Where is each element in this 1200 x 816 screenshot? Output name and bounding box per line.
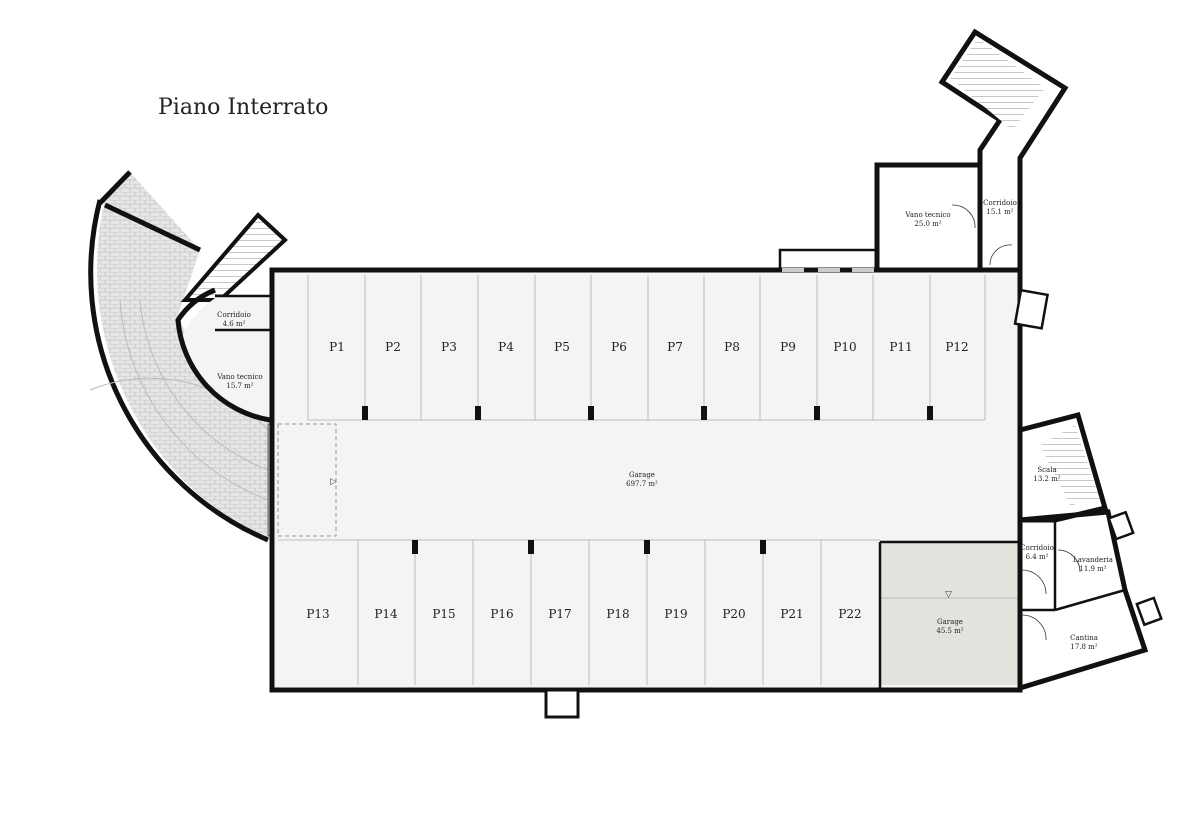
room-name: Corridoio bbox=[983, 199, 1017, 207]
room-area: 11.9 m² bbox=[1079, 565, 1106, 573]
parking-label: P20 bbox=[722, 607, 745, 621]
parking-label: P13 bbox=[306, 607, 329, 621]
parking-label: P16 bbox=[490, 607, 513, 621]
left-rooms bbox=[175, 287, 272, 423]
room-name: Garage bbox=[629, 471, 655, 479]
room-area: 45.5 m² bbox=[936, 627, 963, 635]
parking-label: P11 bbox=[889, 340, 912, 354]
parking-label: P5 bbox=[554, 340, 570, 354]
garage-arrow-icon: ▽ bbox=[945, 590, 952, 600]
room-labels: Garage 697.7 m² Garage 45.5 m² Vano tecn… bbox=[216, 199, 1113, 651]
room-area: 6.4 m² bbox=[1026, 553, 1049, 561]
room-name: Cantina bbox=[1070, 634, 1098, 642]
room-area: 13.2 m² bbox=[1033, 475, 1060, 483]
floor-title: Piano Interrato bbox=[158, 95, 328, 120]
room-area: 15.1 m² bbox=[986, 208, 1013, 216]
parking-label: P10 bbox=[833, 340, 856, 354]
parking-label: P7 bbox=[667, 340, 683, 354]
parking-label: P21 bbox=[780, 607, 803, 621]
parking-label: P14 bbox=[374, 607, 398, 621]
parking-label: P1 bbox=[329, 340, 345, 354]
parking-label: P9 bbox=[780, 340, 796, 354]
right-rooms bbox=[1017, 411, 1163, 692]
parking-label: P3 bbox=[441, 340, 457, 354]
room-name: Scala bbox=[1037, 466, 1056, 474]
ramp-area bbox=[88, 170, 270, 543]
parking-label: P18 bbox=[606, 607, 629, 621]
parking-label: P17 bbox=[548, 607, 571, 621]
left-stair bbox=[180, 212, 288, 302]
entrance-marker bbox=[277, 423, 337, 537]
room-area: 25.0 m² bbox=[914, 220, 941, 228]
parking-label: P15 bbox=[432, 607, 455, 621]
room-area: 4.6 m² bbox=[223, 320, 246, 328]
room-name: Vano tecnico bbox=[216, 373, 262, 381]
bottom-niche bbox=[544, 688, 580, 719]
parking-labels-top: P1 P2 P3 P4 P5 P6 P7 P8 P9 P10 P11 P12 bbox=[329, 340, 969, 354]
parking-label: P4 bbox=[498, 340, 514, 354]
room-area: 697.7 m² bbox=[626, 480, 658, 488]
room-area: 17.8 m² bbox=[1070, 643, 1097, 651]
parking-bottom-dividers bbox=[278, 539, 880, 685]
small-garage-floor bbox=[880, 542, 1018, 685]
parking-label: P22 bbox=[838, 607, 861, 621]
parking-label: P19 bbox=[664, 607, 687, 621]
room-name: Corridoio bbox=[1020, 544, 1054, 552]
parking-label: P6 bbox=[611, 340, 627, 354]
parking-top-dividers bbox=[307, 275, 986, 421]
parking-labels-bottom: P13 P14 P15 P16 P17 P18 P19 P20 P21 P22 bbox=[306, 607, 861, 621]
parking-label: P12 bbox=[945, 340, 968, 354]
top-right-rooms bbox=[874, 28, 1069, 330]
room-name: Vano tecnico bbox=[904, 211, 950, 219]
parking-label: P8 bbox=[724, 340, 740, 354]
room-name: Corridoio bbox=[217, 311, 251, 319]
entrance-arrow-icon: ▷ bbox=[330, 477, 337, 487]
parking-label: P2 bbox=[385, 340, 401, 354]
room-name: Garage bbox=[937, 618, 963, 626]
room-name: Lavanderia bbox=[1073, 556, 1113, 564]
room-area: 15.7 m² bbox=[226, 382, 253, 390]
